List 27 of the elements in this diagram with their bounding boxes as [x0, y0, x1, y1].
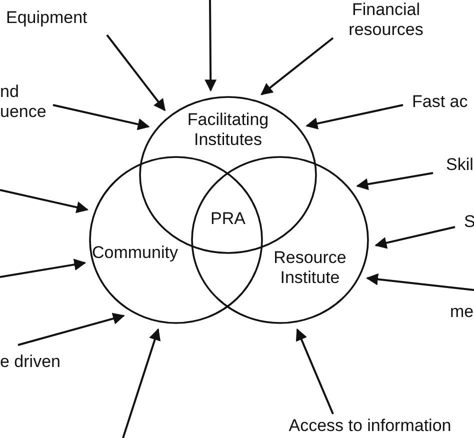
factor-label: Equipment: [6, 8, 106, 28]
arrow: [52, 104, 150, 130]
arrow: [18, 312, 125, 346]
factor-label: me: [450, 302, 474, 322]
arrow: [204, 0, 217, 92]
factor-label: Financial resources: [338, 0, 434, 40]
overlap-label: PRA: [210, 209, 246, 229]
factor-label: nd uence: [0, 82, 48, 122]
arrow: [106, 34, 166, 112]
circle-label: Community: [92, 243, 179, 263]
factor-label: Skil: [446, 155, 474, 175]
factor-label: Fast ac: [412, 92, 474, 112]
circle-label: Resource Institute: [272, 248, 348, 288]
arrow: [260, 37, 334, 96]
arrow: [306, 104, 404, 130]
arrow: [0, 189, 89, 214]
arrow: [296, 328, 334, 414]
factor-label: e driven: [0, 352, 70, 372]
factor-label: Access to information: [272, 416, 468, 436]
venn-circle: [191, 156, 369, 324]
arrow: [366, 273, 474, 291]
arrow: [356, 172, 434, 190]
arrow: [0, 258, 86, 278]
arrow: [374, 226, 456, 249]
venn-circle: [89, 156, 263, 324]
arrow: [122, 328, 161, 438]
circle-label: Facilitating Institutes: [186, 110, 270, 150]
